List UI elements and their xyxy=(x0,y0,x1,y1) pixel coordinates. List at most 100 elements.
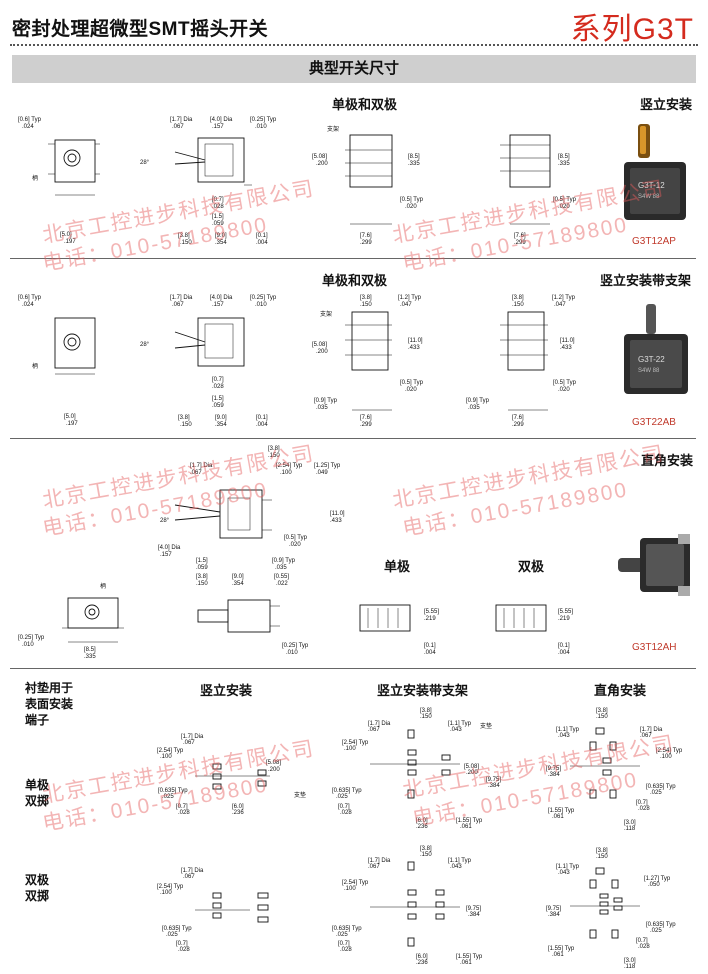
dim-s2-0_7: [0.7] xyxy=(212,377,224,383)
dim-p1-2_54: [2.54] Typ xyxy=(157,748,184,754)
section-title: 典型开关尺寸 xyxy=(308,60,399,77)
dim-s3-0_25b: [0.25] Typ xyxy=(282,643,309,649)
dim-p3-6_0: [6.0] xyxy=(416,818,428,824)
dim-s2-354: .354 xyxy=(215,422,227,428)
dim-s3-11_0: [11.0] xyxy=(330,511,345,517)
dim-p6-050: .050 xyxy=(648,882,660,888)
dim-s1-5_0: [5.0] xyxy=(60,232,72,238)
s2-front-view xyxy=(54,317,96,375)
s2-top-view-a xyxy=(345,311,392,411)
s3-front-view xyxy=(62,597,124,643)
dim-p6-3_8: [3.8] xyxy=(596,848,608,854)
dim-s2a-5_08: [5.08] xyxy=(312,342,327,348)
dim-s3-0_55: [0.55] xyxy=(274,574,289,580)
page-title: 密封处理超微型SMT摇头开关 xyxy=(12,19,269,40)
dim-s2a-035: .035 xyxy=(316,405,328,411)
pad-rightangle-row1 xyxy=(570,727,640,799)
dim-p5-1_1: [1.1] Typ xyxy=(556,727,580,733)
dim-s1-335: .335 xyxy=(408,161,420,167)
dim-p4-0_635: [0.635] Typ xyxy=(332,926,362,932)
dim-p4-1_7: [1.7] Dia xyxy=(368,858,391,864)
dim-p6-118: .118 xyxy=(624,964,636,970)
dim-s3-049: .049 xyxy=(316,470,328,476)
dim-p6-1_55: [1.55] Typ xyxy=(548,946,575,952)
dim-p2-025: .025 xyxy=(166,932,178,938)
dim-p3-5_08: [5.08] xyxy=(464,764,479,770)
dim-s1-157: .157 xyxy=(212,124,224,130)
dim-s1b-299: .299 xyxy=(514,240,526,246)
dim-p4-2_54: [2.54] Typ xyxy=(342,880,369,886)
dim-p1-1_7: [1.7] Dia xyxy=(181,734,204,740)
dim-p3-0_635: [0.635] Typ xyxy=(332,788,362,794)
dim-s1-200: .200 xyxy=(316,161,328,167)
dim-p4-061: .061 xyxy=(460,960,472,966)
section2-mount-label: 竖立安装带支架 xyxy=(600,273,692,288)
dim-s1-5_08: [5.08] xyxy=(312,154,327,160)
dim-s1-150: .150 xyxy=(180,240,192,246)
callout-p1-support: 支垫 xyxy=(294,791,306,799)
dim-s2b-433: .433 xyxy=(560,345,572,351)
dim-s2-28deg: 28° xyxy=(140,342,150,348)
pads-col-right-angle: 直角安装 xyxy=(594,683,647,698)
dim-p3-100: .100 xyxy=(344,746,356,752)
dim-p6-384: .384 xyxy=(548,912,560,918)
dim-p3-236: .236 xyxy=(416,824,428,830)
dim-p3-028: .028 xyxy=(340,810,352,816)
pad-bracket-row1 xyxy=(370,729,460,799)
dim-s1b-335: .335 xyxy=(558,161,570,167)
dim-s1b-7_6: [7.6] xyxy=(514,233,526,239)
dim-s2-157: .157 xyxy=(212,302,224,308)
dim-s1-0_1: [0.1] xyxy=(256,233,268,239)
dim-s3-0_9: [0.9] Typ xyxy=(272,558,296,564)
dim-s2a-299: .299 xyxy=(360,422,372,428)
dim-s3-3_8: [3.8] xyxy=(268,446,280,452)
dim-p2-1_7: [1.7] Dia xyxy=(181,868,204,874)
dim-p4-025: .025 xyxy=(336,932,348,938)
callout-p3-support: 支垫 xyxy=(480,722,492,730)
dim-p4-067: .067 xyxy=(368,864,380,870)
series-title: 系列G3T xyxy=(570,13,694,46)
dim-p5-2_54: [2.54] Typ xyxy=(656,748,683,754)
dim-p2-100: .100 xyxy=(160,890,172,896)
dim-s2a-200: .200 xyxy=(316,349,328,355)
dim-s3-433: .433 xyxy=(330,518,342,524)
dim-s3d-5_55: [5.55] xyxy=(558,609,573,615)
dim-p3-200: .200 xyxy=(466,770,478,776)
dim-s2-024: .024 xyxy=(22,302,34,308)
section-banner: 典型开关尺寸 xyxy=(12,55,696,83)
dim-s3-1_25: [1.25] Typ xyxy=(314,463,341,469)
dim-p3-025: .025 xyxy=(336,794,348,800)
dim-s3s-0_1: [0.1] xyxy=(424,643,436,649)
dim-p1-067: .067 xyxy=(183,740,195,746)
dim-p4-150: .150 xyxy=(420,852,432,858)
dim-p2-067: .067 xyxy=(183,874,195,880)
dim-s1-067: .067 xyxy=(172,124,184,130)
dim-s2b-299: .299 xyxy=(512,422,524,428)
dim-s1-354: .354 xyxy=(215,240,227,246)
dim-p4-100: .100 xyxy=(344,886,356,892)
dim-p5-067: .067 xyxy=(640,733,652,739)
pad-bracket-row2 xyxy=(370,861,460,947)
dim-p2-0_7: [0.7] xyxy=(176,941,188,947)
section1-part-number: G3T12AP xyxy=(632,236,676,247)
dim-s2b-035: .035 xyxy=(468,405,480,411)
dim-p1-025: .025 xyxy=(162,794,174,800)
dim-p5-043: .043 xyxy=(558,733,570,739)
dim-s3-4_0dia: [4.0] Dia xyxy=(158,545,181,551)
dim-s2b-047: .047 xyxy=(554,302,566,308)
dim-s2-5_0: [5.0] xyxy=(64,414,76,420)
dim-s3-020: .020 xyxy=(289,542,301,548)
dim-s2-028: .028 xyxy=(212,384,224,390)
dim-s2b-7_6: [7.6] xyxy=(512,415,524,421)
dim-p3-1_1: [1.1] Typ xyxy=(448,721,472,727)
dim-p5-0_7: [0.7] xyxy=(636,800,648,806)
dim-s3-150b: .150 xyxy=(196,581,208,587)
dim-s3d-004: .004 xyxy=(558,650,570,656)
s1-top-view-b xyxy=(500,134,551,225)
dim-p1-100: .100 xyxy=(160,754,172,760)
dim-p5-384: .384 xyxy=(548,772,560,778)
section3-part-number: G3T12AH xyxy=(632,642,677,653)
section1-sub-label: 单极和双极 xyxy=(332,97,398,112)
dim-p4-384: .384 xyxy=(468,912,480,918)
